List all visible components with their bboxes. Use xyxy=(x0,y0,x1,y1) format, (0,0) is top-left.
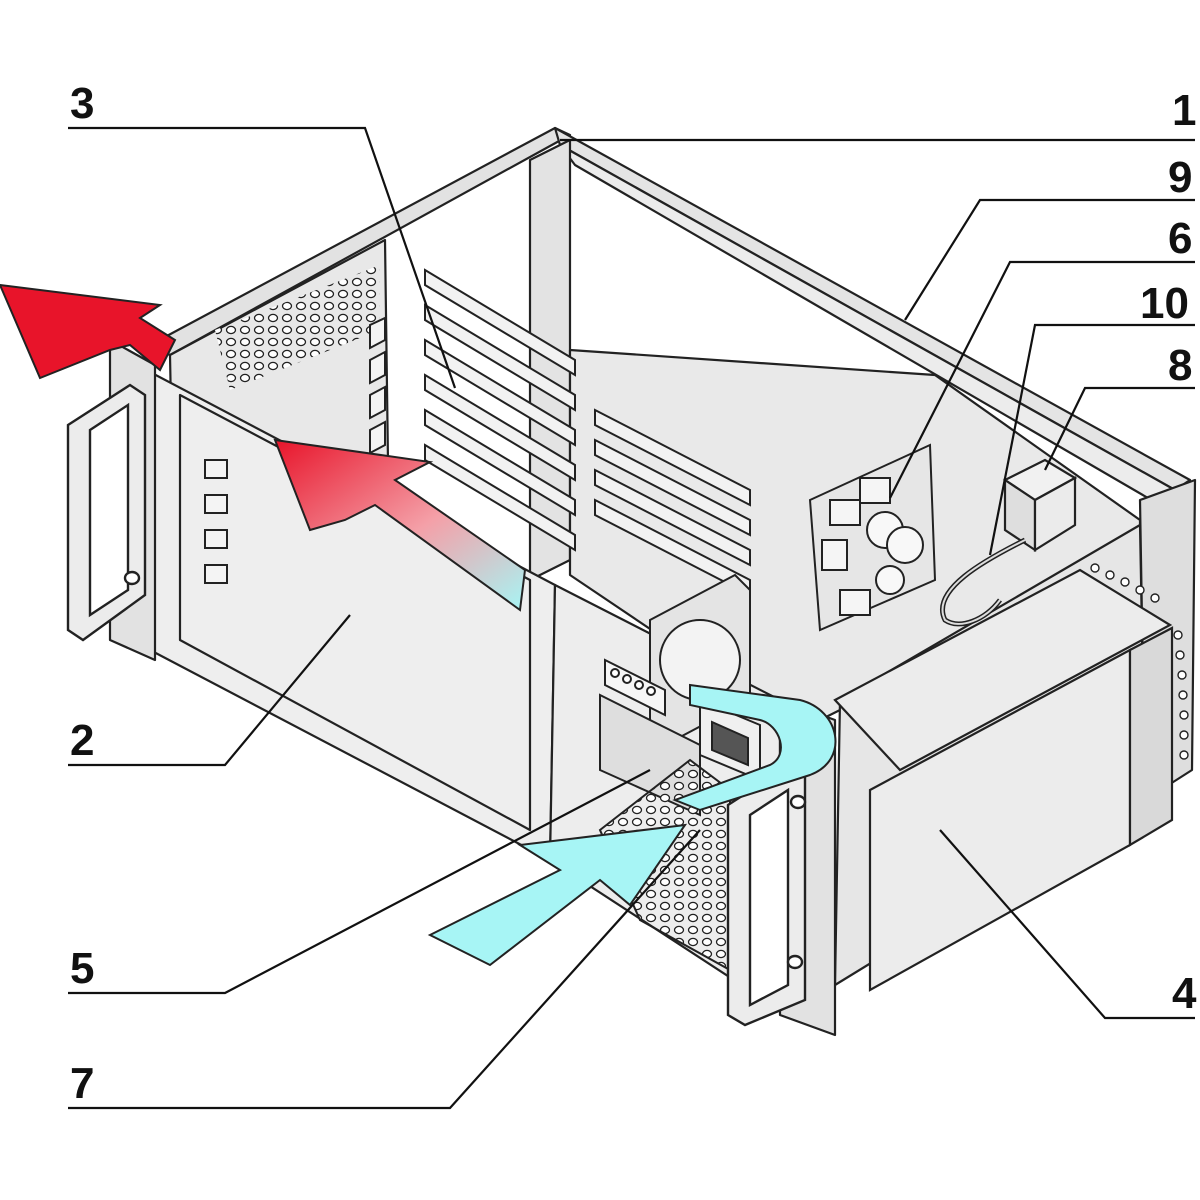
callout-4: 4 xyxy=(1172,969,1197,1018)
leader-10 xyxy=(988,323,1195,556)
psu-vent-holes xyxy=(1090,563,1189,760)
internal-airflow-arrow xyxy=(273,438,527,612)
psu-side xyxy=(1128,626,1174,847)
leader-4 xyxy=(939,829,1195,1020)
leader-3 xyxy=(68,126,457,389)
relay-box xyxy=(1002,458,1078,553)
callout-8: 8 xyxy=(1168,341,1192,390)
leader-9 xyxy=(904,198,1195,321)
callout-9: 9 xyxy=(1168,153,1192,202)
callout-2: 2 xyxy=(70,716,94,765)
callout-3: 3 xyxy=(70,79,94,128)
slot-covers xyxy=(204,316,386,584)
power-supply xyxy=(833,568,1174,992)
intake-arrow xyxy=(427,823,688,967)
callout-6: 6 xyxy=(1168,214,1192,263)
exhaust-arrow xyxy=(0,283,177,380)
leader-6 xyxy=(889,260,1195,499)
expansion-slots xyxy=(424,268,751,597)
backplane-board xyxy=(808,443,937,632)
callout-5: 5 xyxy=(70,944,94,993)
callout-10: 10 xyxy=(1140,279,1189,328)
callout-7: 7 xyxy=(70,1059,94,1108)
leader-5 xyxy=(68,769,651,995)
rear-vent-grille xyxy=(215,265,380,390)
leader-lines xyxy=(68,126,1195,1110)
leader-2 xyxy=(68,614,351,767)
switch-airflow-arrow xyxy=(672,683,837,812)
callout-labels: 1 2 3 4 5 6 7 8 9 10 xyxy=(70,79,1197,1108)
handles xyxy=(66,383,807,1027)
callout-1: 1 xyxy=(1172,86,1196,135)
psu-top xyxy=(833,568,1173,772)
leader-7 xyxy=(68,829,701,1110)
leader-8 xyxy=(1044,386,1195,471)
